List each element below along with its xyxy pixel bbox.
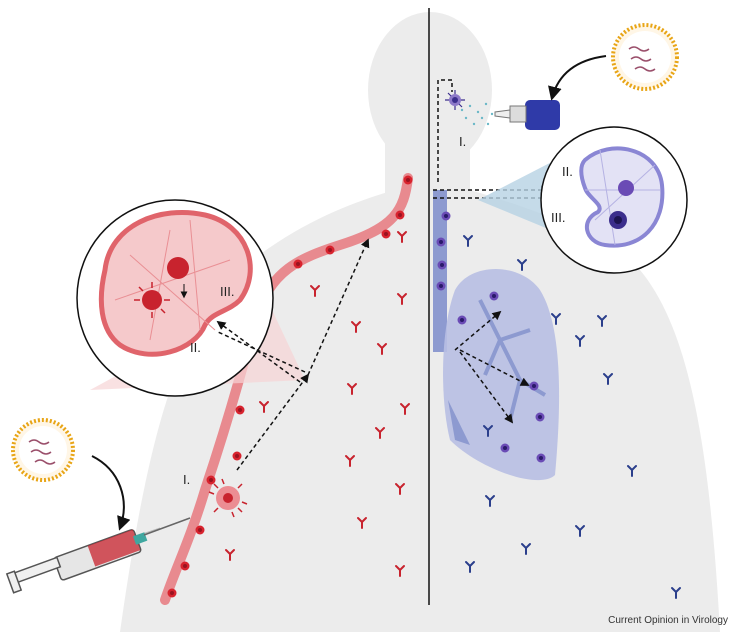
airway-tract-right (433, 190, 447, 352)
syringe-icon (5, 517, 191, 594)
lung-icon (443, 269, 560, 481)
spray-droplets (460, 102, 494, 126)
curved-arrow-right (548, 55, 607, 101)
left-label-two: II. (190, 340, 201, 355)
dendritic-cell-icon (208, 478, 248, 518)
lipid-nanoparticle-icon-left (11, 418, 75, 482)
right-label-one: I. (459, 134, 466, 149)
left-label-one: I. (183, 472, 190, 487)
lipid-nanoparticle-icon-right (611, 23, 679, 91)
nasal-spray-icon (494, 100, 560, 130)
lymph-node-callout-right (540, 126, 688, 274)
credit-text: Current Opinion in Virology (608, 615, 728, 626)
lymph-node-callout-left (76, 199, 274, 397)
right-label-two: II. (562, 164, 573, 179)
flow-arrows-left (216, 238, 370, 471)
right-label-three: III. (551, 210, 565, 225)
left-label-three: III. (220, 284, 234, 299)
dendritic-cell-icon-nasal (445, 90, 465, 110)
curved-arrow-left (91, 455, 131, 531)
